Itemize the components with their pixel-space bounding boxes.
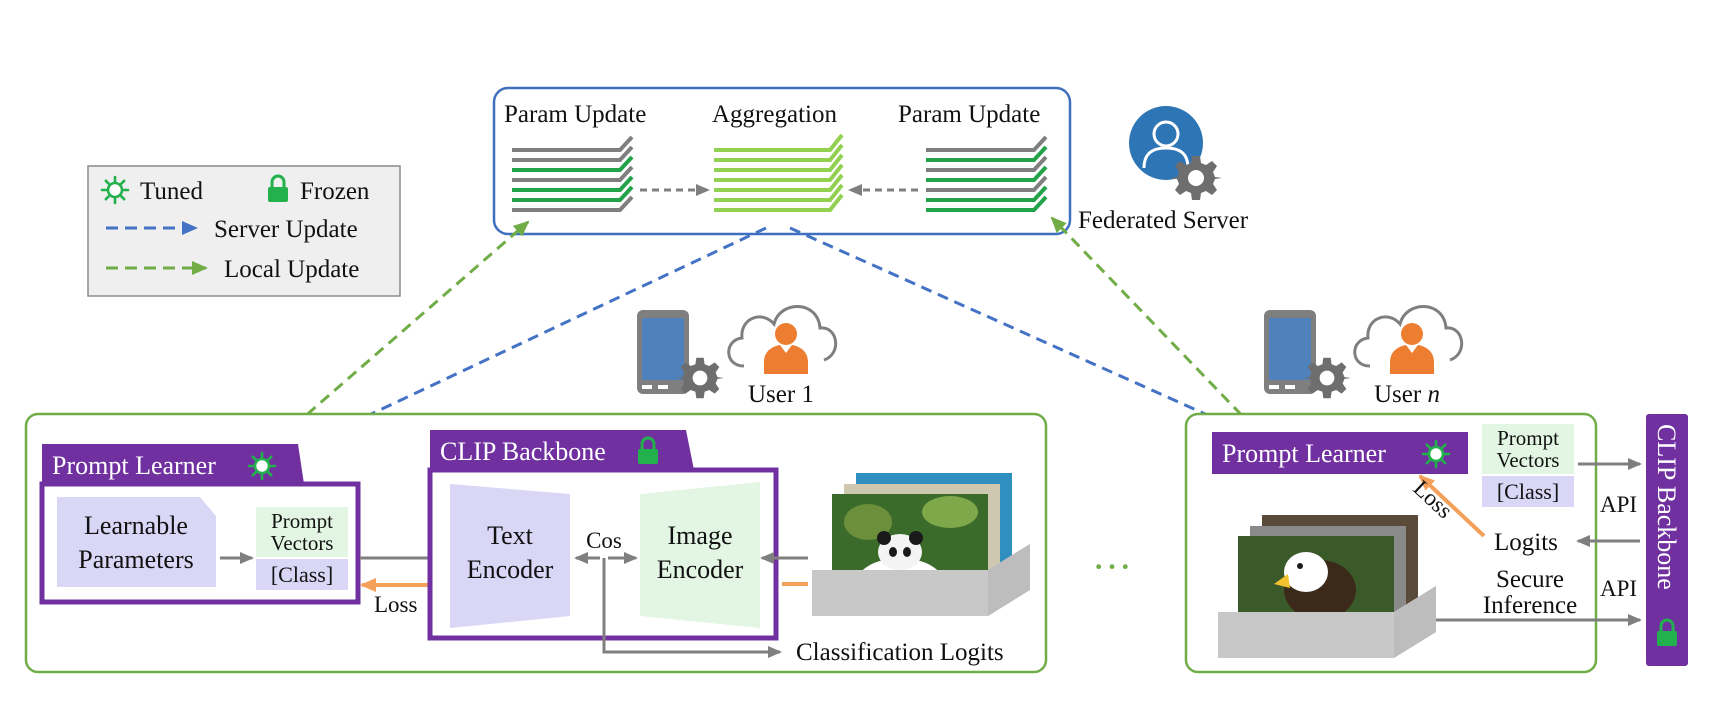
user1-panel: Prompt Learner Learnable Parameters Prom… — [24, 412, 1048, 674]
text-encoder-line2: Encoder — [467, 555, 554, 584]
legend-box — [87, 165, 401, 297]
legend: Tuned Frozen Server Update Local Update — [87, 165, 401, 297]
usern-class-token-block — [1482, 476, 1574, 507]
class-token-label: [Class] — [271, 562, 333, 587]
usern-clip-backbone-box — [1646, 414, 1688, 666]
learnable-parameters-block — [57, 497, 216, 587]
clip-backbone-tab — [430, 430, 694, 470]
usern-person-icon — [1353, 304, 1464, 376]
usern-logits-label: Logits — [1494, 529, 1558, 556]
usern-loss-arrow — [1418, 474, 1486, 538]
param-stack-left — [512, 135, 634, 212]
user1-label: User 1 — [748, 381, 814, 408]
logits-arrow-user1 — [602, 558, 782, 658]
usern-label-var: n — [1427, 381, 1440, 408]
prompt-vectors-block — [256, 507, 348, 557]
usern-label: User n — [1374, 381, 1440, 408]
param-update-left-label: Param Update — [504, 101, 646, 128]
usern-prompt-learner-label: Prompt Learner — [1222, 439, 1386, 468]
classification-logits-label: Classification Logits — [796, 639, 1004, 666]
server-panel: Param Update Aggregation Param Update — [492, 86, 1072, 236]
user1-person-icon — [727, 304, 838, 376]
learnable-parameters-line2: Parameters — [78, 545, 194, 574]
aggregation-label: Aggregation — [712, 101, 837, 128]
clip-backbone-label: CLIP Backbone — [440, 437, 606, 466]
learnable-parameters-line1: Learnable — [84, 511, 188, 540]
image-stack-user1 — [812, 473, 1030, 616]
image-encoder-block — [640, 482, 760, 628]
image-stack-usern — [1218, 515, 1436, 658]
prompt-learner-label: Prompt Learner — [52, 451, 216, 480]
legend-server-update: Server Update — [214, 216, 358, 243]
legend-frozen: Frozen — [300, 178, 370, 205]
param-update-right-label: Param Update — [898, 101, 1040, 128]
local-update-arrow-usern — [1050, 216, 1256, 430]
legend-local-update: Local Update — [224, 256, 359, 283]
tuned-icon — [100, 175, 130, 205]
text-encoder-line1: Text — [487, 521, 534, 550]
usern-prompt-vectors-line2: Vectors — [1497, 448, 1560, 472]
more-users-ellipsis: ··· — [1092, 544, 1132, 589]
usern-prompt-vectors-line1: Prompt — [1497, 426, 1559, 450]
usern-device-icon — [1264, 310, 1351, 399]
image-encoder-line1: Image — [668, 521, 733, 550]
local-update-arrow-user1 — [279, 220, 530, 440]
prompt-vectors-line1: Prompt — [271, 509, 333, 533]
text-encoder-block — [450, 484, 570, 628]
federated-server-icon — [1129, 106, 1222, 200]
usern-secure-line1: Secure — [1496, 566, 1564, 593]
usern-secure-line2: Inference — [1483, 592, 1577, 619]
cos-label: Cos — [586, 528, 622, 553]
legend-tuned: Tuned — [140, 178, 203, 205]
server-update-arrow-usern — [789, 226, 1234, 428]
usern-prompt-vectors-block — [1482, 424, 1574, 474]
usern-prompt-learner-tuned-icon — [1421, 439, 1451, 469]
loss-label-user1: Loss — [374, 592, 418, 617]
usern-clip-backbone: CLIP Backbone — [1646, 414, 1688, 666]
usern-class-token-label: [Class] — [1497, 479, 1559, 504]
class-token-block — [256, 559, 348, 590]
param-stack-aggregated — [714, 133, 844, 212]
usern-label-prefix: User — [1374, 381, 1422, 408]
prompt-learner-tuned-icon — [247, 451, 277, 481]
image-encoder-line2: Encoder — [657, 555, 744, 584]
usern-api-bottom-label: API — [1600, 576, 1637, 601]
param-stack-right — [926, 135, 1048, 212]
user1-device-icon — [637, 310, 724, 399]
usern-panel: Prompt Learner Prompt Vectors [Class] AP… — [1184, 412, 1642, 674]
usern-clip-backbone-label: CLIP Backbone — [1652, 424, 1681, 590]
federated-server-label: Federated Server — [1078, 207, 1249, 234]
usern-api-top-label: API — [1600, 492, 1637, 517]
server-update-arrow-user1 — [312, 226, 767, 443]
prompt-vectors-line2: Vectors — [271, 531, 334, 555]
prompt-learner-tab — [42, 444, 304, 484]
